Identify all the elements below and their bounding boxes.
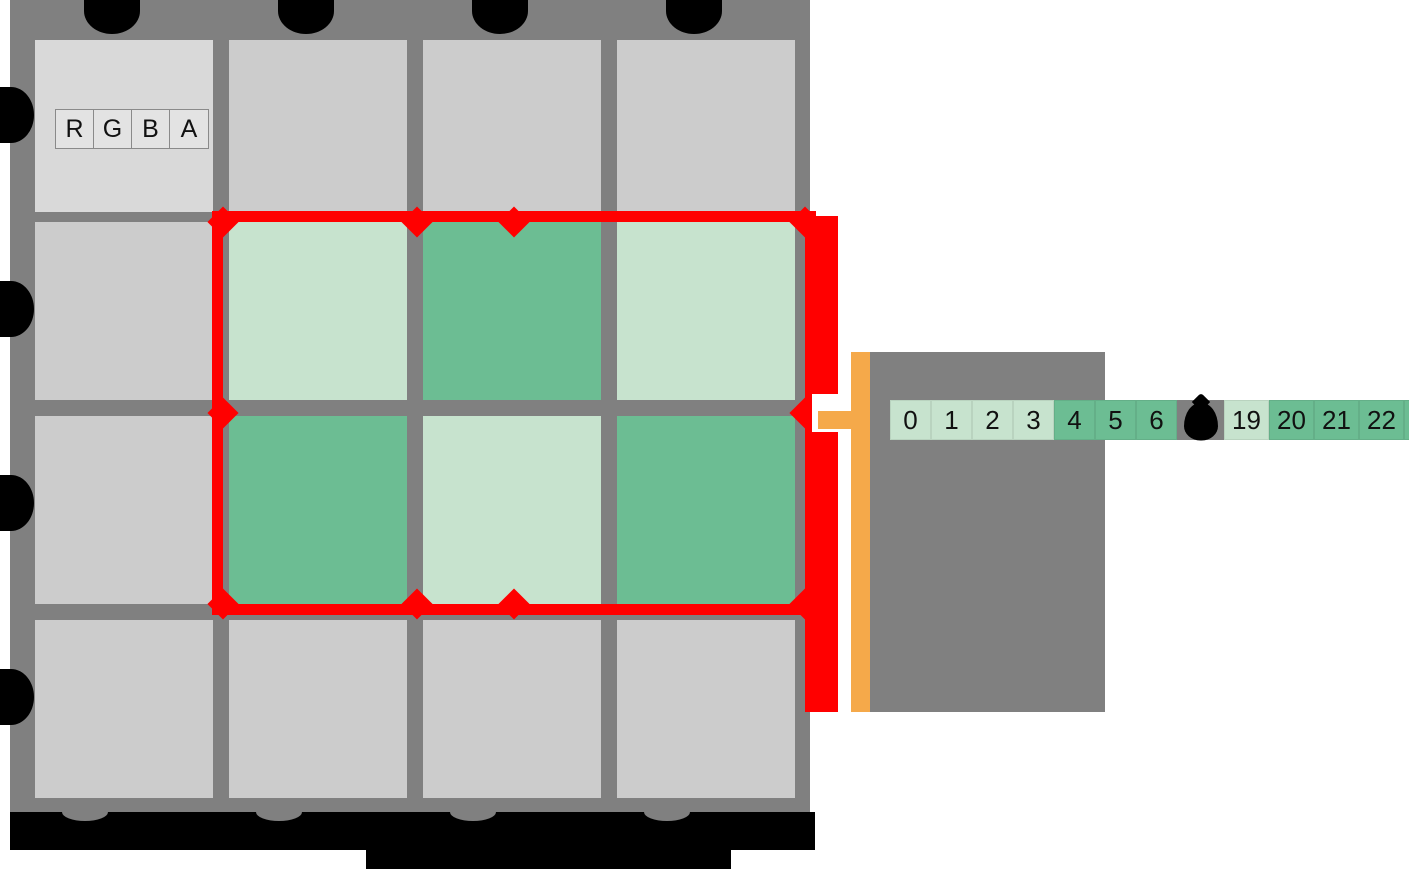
ellipsis-blob-left-4 [0,669,34,725]
array-cell-6[interactable]: 6 [1136,400,1177,440]
array-cell-3[interactable]: 3 [1013,400,1054,440]
matrix-panel: R G B A [0,0,810,812]
array-cell-4[interactable]: 4 [1054,400,1095,440]
ellipsis-blob-top-1 [84,0,140,34]
ellipsis-blob-left-3 [0,475,34,531]
array-cell-23[interactable]: 23 [1404,400,1409,440]
selection-rectangle[interactable] [207,206,821,620]
matrix-cell-1-2[interactable] [423,222,601,400]
array-cell-20[interactable]: 20 [1269,400,1314,440]
array-cell-19[interactable]: 19 [1224,400,1269,440]
ellipsis-blob-top-2 [278,0,334,34]
matrix-cell-2-0[interactable] [35,416,213,604]
ellipsis-blob-top-4 [666,0,722,34]
flat-array-strip: 0 1 2 3 4 5 6 19 20 21 22 23 [890,400,1409,441]
matrix-cell-1-0[interactable] [35,222,213,400]
selection-handle-se[interactable] [789,588,821,620]
ellipsis-blob-top-3 [472,0,528,34]
caption-bar [366,841,731,869]
channel-label-r: R [56,110,94,148]
array-cell-22[interactable]: 22 [1359,400,1404,440]
rgba-channel-label: R G B A [55,109,209,149]
array-cell-2[interactable]: 2 [972,400,1013,440]
band-notch-2 [256,803,302,821]
matrix-cell-3-3[interactable] [617,620,795,798]
array-cell-0[interactable]: 0 [890,400,931,440]
selection-handle-sw[interactable] [207,588,239,620]
band-notch-3 [450,803,496,821]
selection-handle-ne[interactable] [789,206,821,238]
matrix-cell-0-3[interactable] [617,40,795,212]
matrix-cell-2-1[interactable] [229,416,407,604]
matrix-cell-0-2[interactable] [423,40,601,212]
selection-handle-n2[interactable] [401,206,433,238]
matrix-cell-3-0[interactable] [35,620,213,798]
array-cell-21[interactable]: 21 [1314,400,1359,440]
ellipsis-blob-left-2 [0,281,34,337]
band-notch-1 [62,803,108,821]
selection-handle-w[interactable] [207,397,239,429]
matrix-cell-3-1[interactable] [229,620,407,798]
array-cell-1[interactable]: 1 [931,400,972,440]
array-ellipsis [1177,400,1224,441]
selection-handle-n[interactable] [498,206,530,238]
matrix-cell-2-3[interactable] [617,416,795,604]
channel-label-g: G [94,110,132,148]
matrix-cell-0-1[interactable] [229,40,407,212]
matrix-cell-1-1[interactable] [229,222,407,400]
selection-handle-s2[interactable] [401,588,433,620]
channel-label-a: A [180,114,198,143]
selection-handle-nw[interactable] [207,206,239,238]
matrix-cell-1-3[interactable] [617,222,795,400]
channel-label-b: B [132,110,170,148]
matrix-cell-2-2[interactable] [423,416,601,604]
ellipsis-blob-left-1 [0,87,34,143]
matrix-cell-3-2[interactable] [423,620,601,798]
ellipsis-teardrop-icon [1183,402,1218,441]
array-cell-5[interactable]: 5 [1095,400,1136,440]
selection-handle-s[interactable] [498,588,530,620]
band-notch-4 [644,803,690,821]
orange-arrow-shaft [818,411,866,429]
